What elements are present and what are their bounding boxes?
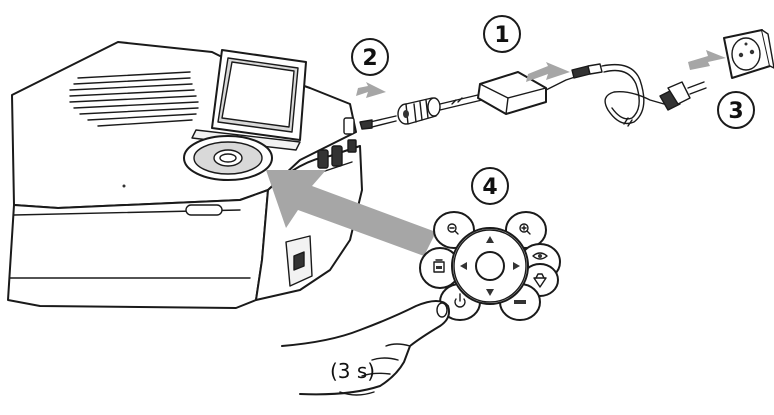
- step-2-label: 2: [362, 46, 377, 71]
- arrow-into-printer: [356, 82, 386, 98]
- right-arrow-icon: [513, 262, 520, 270]
- down-arrow-icon: [486, 289, 494, 296]
- ac-adapter: [477, 71, 547, 115]
- printer-nav-pad: [183, 135, 273, 181]
- step-4-label: 4: [482, 175, 497, 200]
- menu-icon: [514, 300, 526, 304]
- wall-plug: [659, 81, 707, 111]
- press-duration-label: (3 s): [330, 359, 375, 383]
- zoom-in-icon: [519, 223, 531, 235]
- photo-printer: [7, 41, 363, 309]
- step-3-badge: 3: [717, 91, 755, 129]
- up-arrow-icon: [486, 236, 494, 243]
- left-arrow-icon: [460, 262, 467, 270]
- control-pad-closeup: [419, 211, 561, 321]
- lcd-screen: [211, 49, 307, 141]
- printer-front: [7, 189, 269, 309]
- step-4-badge: 4: [471, 167, 509, 205]
- direction-arrows: [266, 50, 726, 256]
- power-icon: [454, 293, 466, 308]
- arrow-connect-cable: [526, 62, 570, 82]
- arrow-into-socket: [688, 50, 726, 70]
- arrow-to-control-pad: [266, 170, 436, 256]
- vent-slots: [69, 71, 199, 127]
- card-slot: [185, 204, 223, 216]
- print-icon: [433, 259, 445, 273]
- ferrite-coil: [397, 97, 441, 125]
- hand-pressing-button: [281, 300, 450, 396]
- wall-socket: [723, 29, 774, 79]
- step-3-label: 3: [728, 99, 743, 124]
- ok-button: [475, 251, 505, 281]
- power-adapter-assembly: [359, 63, 707, 130]
- diamond-icon: [533, 273, 547, 288]
- step-1-label: 1: [494, 23, 509, 48]
- step-1-badge: 1: [483, 15, 521, 53]
- zoom-out-icon: [447, 223, 459, 235]
- step-2-badge: 2: [351, 38, 389, 76]
- eye-icon: [532, 252, 548, 260]
